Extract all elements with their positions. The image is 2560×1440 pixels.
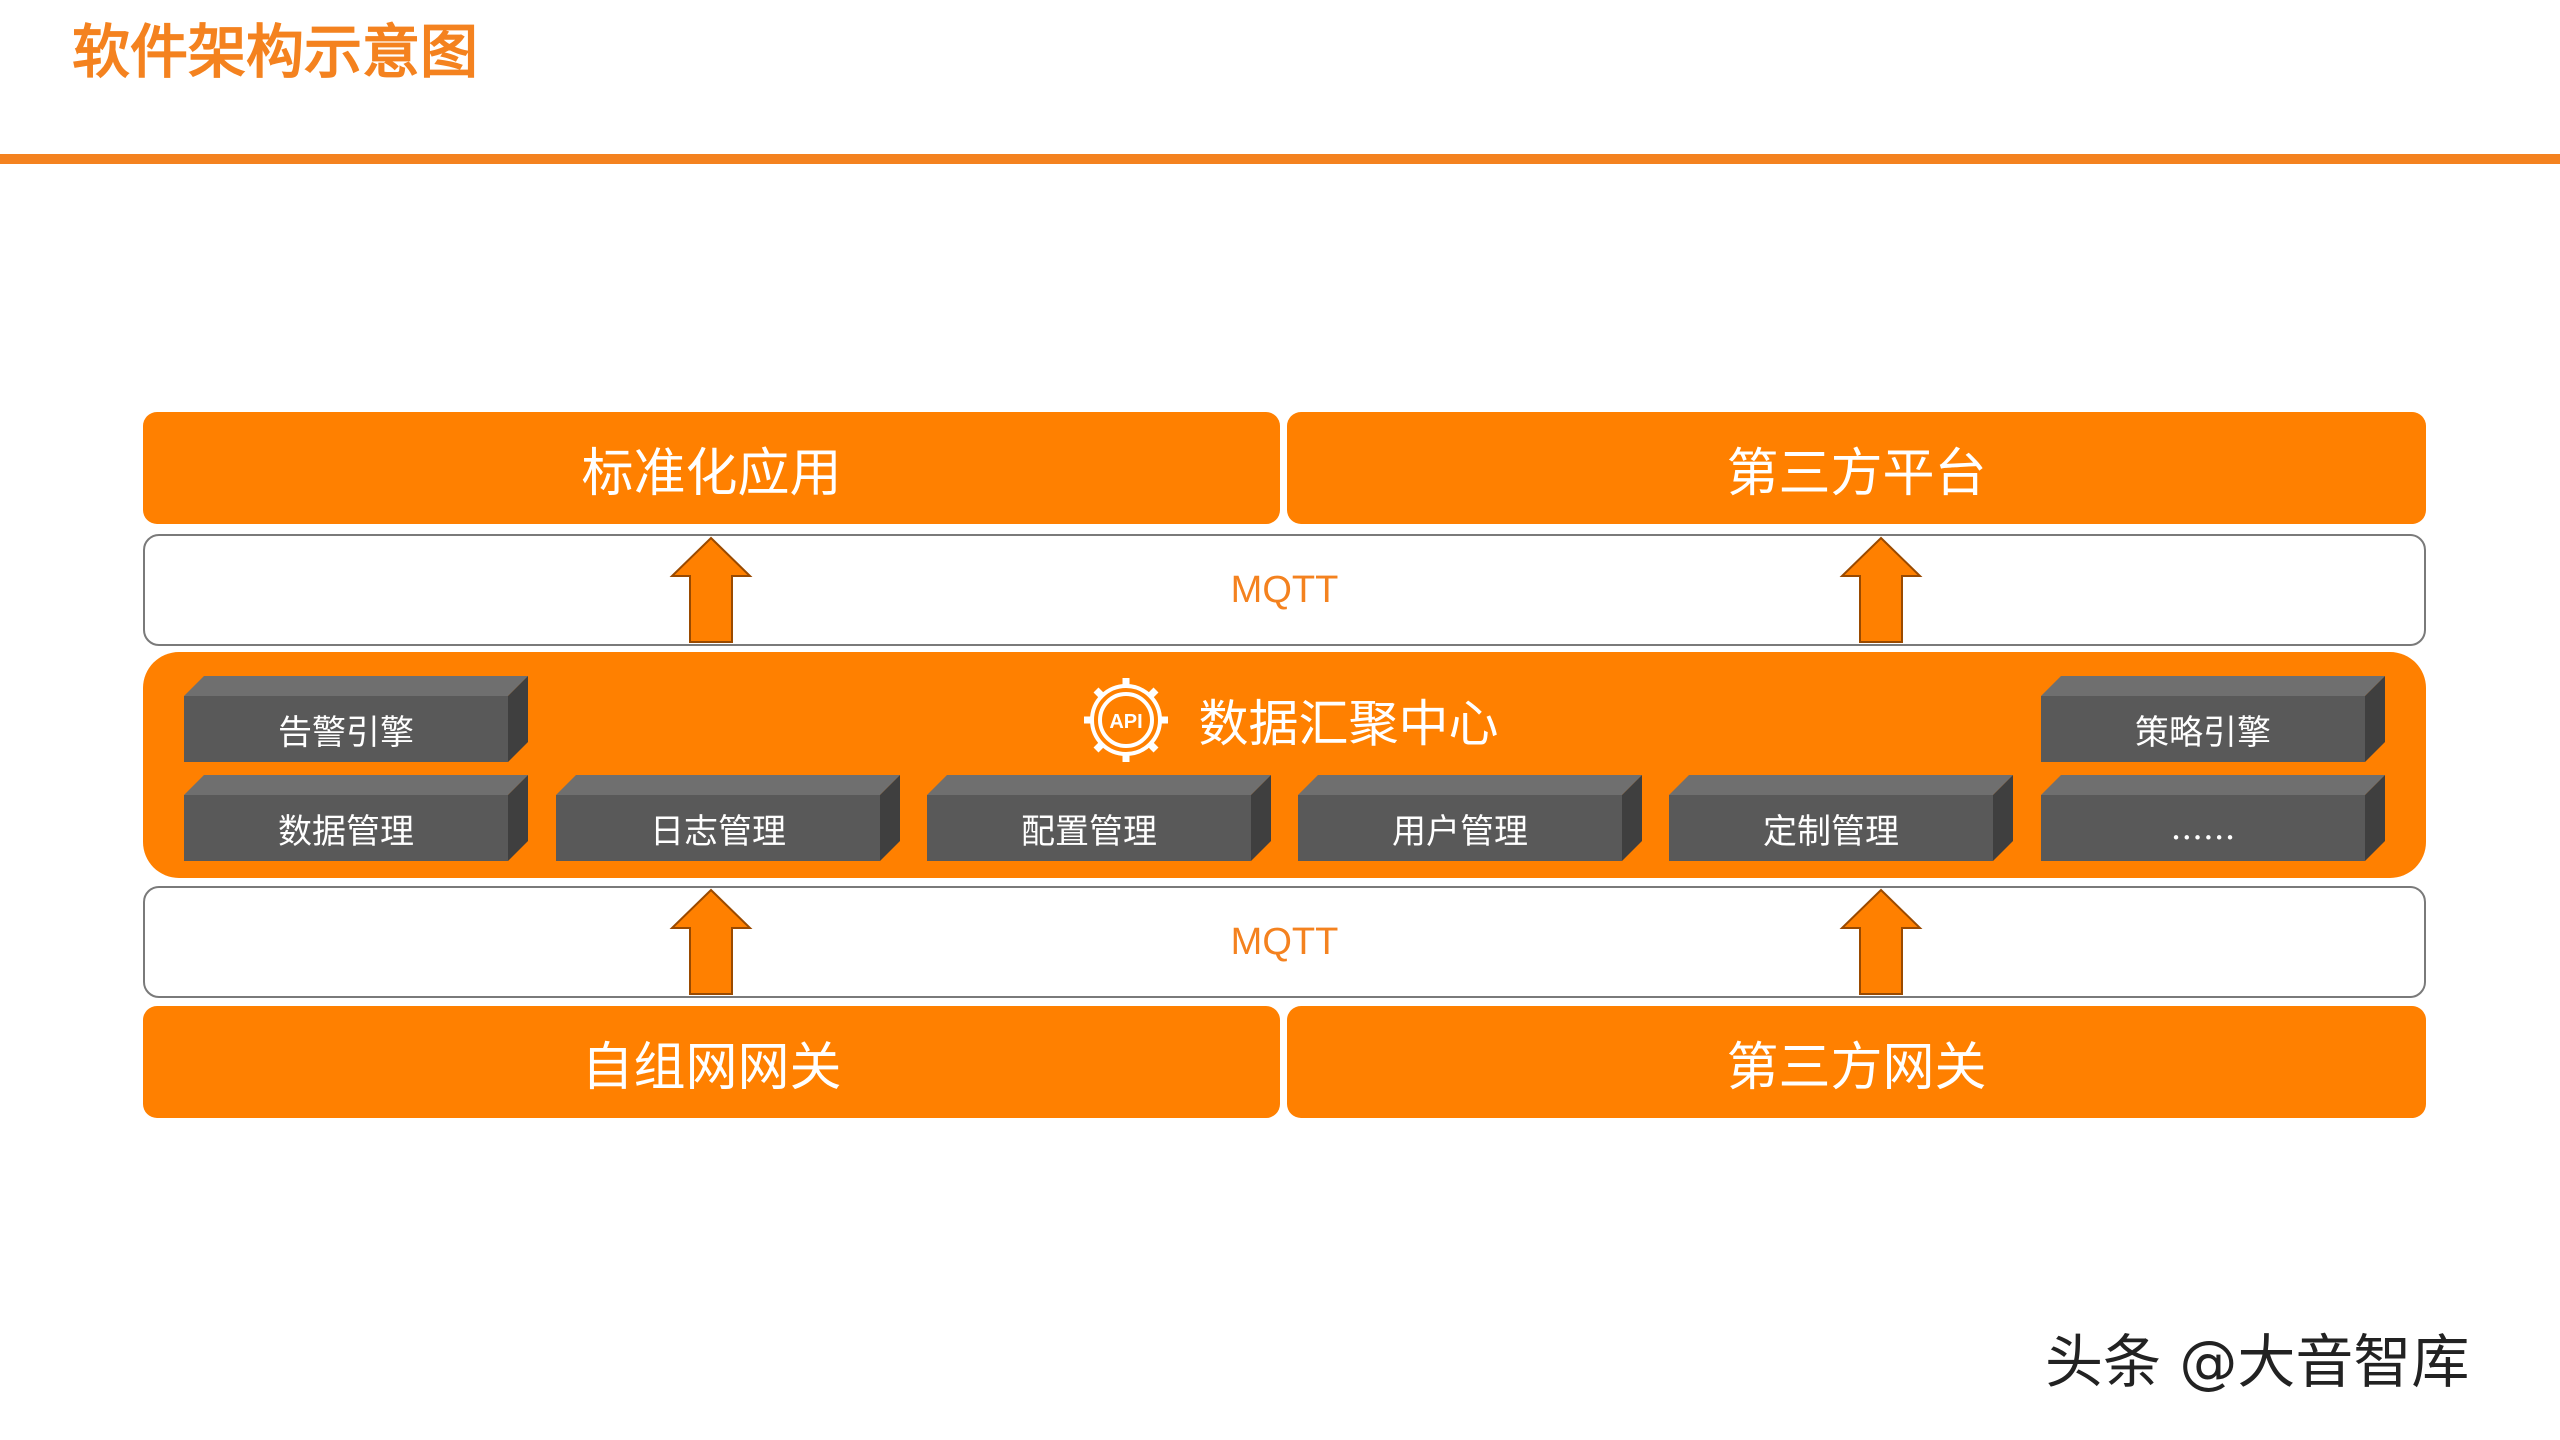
third-party-gateway-box: 第三方网关 bbox=[1287, 1006, 2426, 1118]
custom-management-module: 定制管理 bbox=[1669, 775, 2013, 861]
up-arrow-icon bbox=[1839, 888, 1923, 995]
alarm-engine-label: 告警引擎 bbox=[278, 712, 414, 753]
user-management-module: 用户管理 bbox=[1298, 775, 1642, 861]
hub-title-row: API 数据汇聚中心 bbox=[143, 678, 2426, 762]
more-modules-block: ...... bbox=[2041, 775, 2385, 861]
third-party-platform-box: 第三方平台 bbox=[1287, 412, 2426, 524]
log-management-label: 日志管理 bbox=[650, 811, 786, 852]
user-management-label: 用户管理 bbox=[1392, 811, 1528, 852]
mqtt-label-upper: MQTT bbox=[1230, 568, 1339, 611]
watermark: 头条 @大音智库 bbox=[2045, 1328, 2470, 1396]
custom-management-label: 定制管理 bbox=[1763, 811, 1899, 852]
config-management-module: 配置管理 bbox=[927, 775, 1271, 861]
title-divider bbox=[0, 154, 2560, 164]
alarm-engine-module: 告警引擎 bbox=[184, 676, 528, 762]
strategy-engine-module: 策略引擎 bbox=[2041, 676, 2385, 762]
standard-app-label: 标准化应用 bbox=[581, 443, 842, 504]
data-management-label: 数据管理 bbox=[278, 811, 414, 852]
ad-hoc-gateway-label: 自组网网关 bbox=[581, 1037, 842, 1098]
mqtt-band-upper: MQTT bbox=[143, 534, 2426, 646]
up-arrow-icon bbox=[669, 888, 753, 995]
svg-text:API: API bbox=[1109, 711, 1142, 733]
standard-app-box: 标准化应用 bbox=[143, 412, 1280, 524]
hub-title-text: 数据汇聚中心 bbox=[1198, 695, 1499, 753]
ad-hoc-gateway-box: 自组网网关 bbox=[143, 1006, 1280, 1118]
log-management-module: 日志管理 bbox=[556, 775, 900, 861]
mqtt-label-lower: MQTT bbox=[1230, 920, 1339, 963]
third-party-platform-label: 第三方平台 bbox=[1726, 443, 1987, 504]
up-arrow-icon bbox=[669, 536, 753, 643]
mqtt-band-lower: MQTT bbox=[143, 886, 2426, 998]
api-gear-icon: API bbox=[1083, 678, 1168, 762]
strategy-engine-label: 策略引擎 bbox=[2135, 712, 2271, 753]
data-management-module: 数据管理 bbox=[184, 775, 528, 861]
third-party-gateway-label: 第三方网关 bbox=[1726, 1037, 1987, 1098]
page-title: 软件架构示意图 bbox=[72, 18, 479, 86]
config-management-label: 配置管理 bbox=[1021, 811, 1157, 852]
more-modules-label: ...... bbox=[2170, 808, 2236, 848]
up-arrow-icon bbox=[1839, 536, 1923, 643]
